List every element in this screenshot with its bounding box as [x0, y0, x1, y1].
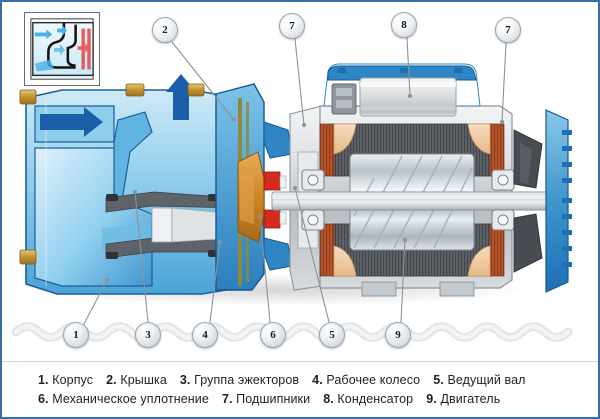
- leader-2: [171, 41, 235, 121]
- terminal-block: [331, 83, 357, 115]
- legend-label-9: Двигатель: [440, 391, 501, 406]
- legend-item-1: 1. Корпус: [38, 371, 93, 390]
- legend-item-7: 7. Подшипники: [222, 390, 310, 409]
- bearing-front: [301, 169, 325, 231]
- leader-dot-2: [232, 118, 236, 122]
- callout-marker-2[interactable]: 2: [152, 17, 178, 43]
- legend-item-8: 8. Конденсатор: [323, 390, 413, 409]
- callout-marker-9[interactable]: 9: [385, 322, 411, 348]
- leader-dot-8: [408, 94, 412, 98]
- leader-dot-7-front: [302, 123, 306, 127]
- legend: 1. Корпус 2. Крышка 3. Группа эжекторов 4. …: [2, 361, 598, 417]
- motor-foot: [361, 281, 397, 297]
- callout-marker-4[interactable]: 4: [192, 322, 218, 348]
- legend-number-3: 3.: [179, 372, 191, 387]
- leader-8: [406, 37, 411, 97]
- leader-dot-1: [105, 278, 109, 282]
- legend-row-2: 6. Механическое уплотнение 7. Подшипники 8…: [38, 390, 598, 409]
- legend-number-2: 2.: [106, 372, 117, 387]
- impeller: [237, 151, 265, 243]
- callout-marker-5[interactable]: 5: [319, 322, 345, 348]
- leader-dot-3: [133, 190, 137, 194]
- legend-label-3: Группа эжекторов: [194, 372, 300, 387]
- legend-number-5: 5.: [433, 372, 444, 387]
- leader-7-front: [294, 38, 305, 126]
- legend-row-1: 1. Корпус 2. Крышка 3. Группа эжекторов 4. …: [38, 371, 598, 390]
- legend-item-6: 6. Механическое уплотнение: [38, 390, 209, 409]
- pump-housing-group: [19, 74, 239, 295]
- leader-1: [83, 279, 108, 325]
- callout-marker-6[interactable]: 6: [260, 322, 286, 348]
- legend-item-4: 4. Рабочее колесо: [312, 371, 420, 390]
- legend-label-7: Подшипники: [236, 391, 311, 406]
- legend-label-4: Рабочее колесо: [326, 372, 421, 387]
- leader-3: [134, 191, 149, 323]
- legend-label-1: Корпус: [52, 372, 94, 387]
- leader-dot-5: [293, 186, 297, 190]
- leader-dot-6: [258, 214, 262, 218]
- legend-number-9: 9.: [426, 391, 437, 406]
- motor-foot: [439, 281, 475, 297]
- legend-item-5: 5. Ведущий вал: [433, 371, 525, 390]
- leader-dot-9: [403, 238, 407, 242]
- legend-item-3: 3. Группа эжекторов: [180, 371, 299, 390]
- leader-7-rear: [501, 42, 507, 123]
- leader-dot-7-rear: [500, 120, 504, 124]
- legend-label-2: Крышка: [120, 372, 167, 387]
- legend-label-5: Ведущий вал: [447, 372, 526, 387]
- legend-item-9: 9. Двигатель: [426, 390, 500, 409]
- callout-marker-1[interactable]: 1: [63, 322, 89, 348]
- leader-9: [400, 239, 406, 323]
- legend-label-6: Механическое уплотнение: [52, 391, 209, 406]
- leader-5: [294, 187, 330, 323]
- inset-svg: [25, 13, 99, 85]
- leader-6: [259, 215, 271, 323]
- legend-number-1: 1.: [38, 372, 49, 387]
- inset-flow-schematic: [24, 12, 100, 86]
- drive-shaft: [271, 191, 551, 211]
- brass-fittings: [19, 83, 205, 265]
- legend-item-2: 2. Крышка: [106, 371, 167, 390]
- legend-label-8: Конденсатор: [337, 391, 414, 406]
- callout-marker-7-rear[interactable]: 7: [495, 17, 521, 43]
- callout-marker-7-front[interactable]: 7: [279, 13, 305, 39]
- legend-number-4: 4.: [312, 372, 323, 387]
- pump-cover-group: [215, 83, 293, 291]
- fan-cover: [545, 109, 572, 293]
- callout-marker-8[interactable]: 8: [391, 12, 417, 38]
- leader-dot-4: [218, 240, 222, 244]
- callout-marker-3[interactable]: 3: [135, 322, 161, 348]
- suction-flow-arrow: [40, 107, 103, 137]
- mechanical-seal: [263, 171, 287, 229]
- wave-line-highlight: [14, 324, 570, 340]
- leader-4: [209, 241, 221, 323]
- legend-number-7: 7.: [221, 391, 233, 406]
- legend-number-8: 8.: [323, 391, 334, 406]
- capacitor: [359, 77, 457, 117]
- cooling-fan: [513, 129, 543, 273]
- legend-number-6: 6.: [38, 391, 49, 406]
